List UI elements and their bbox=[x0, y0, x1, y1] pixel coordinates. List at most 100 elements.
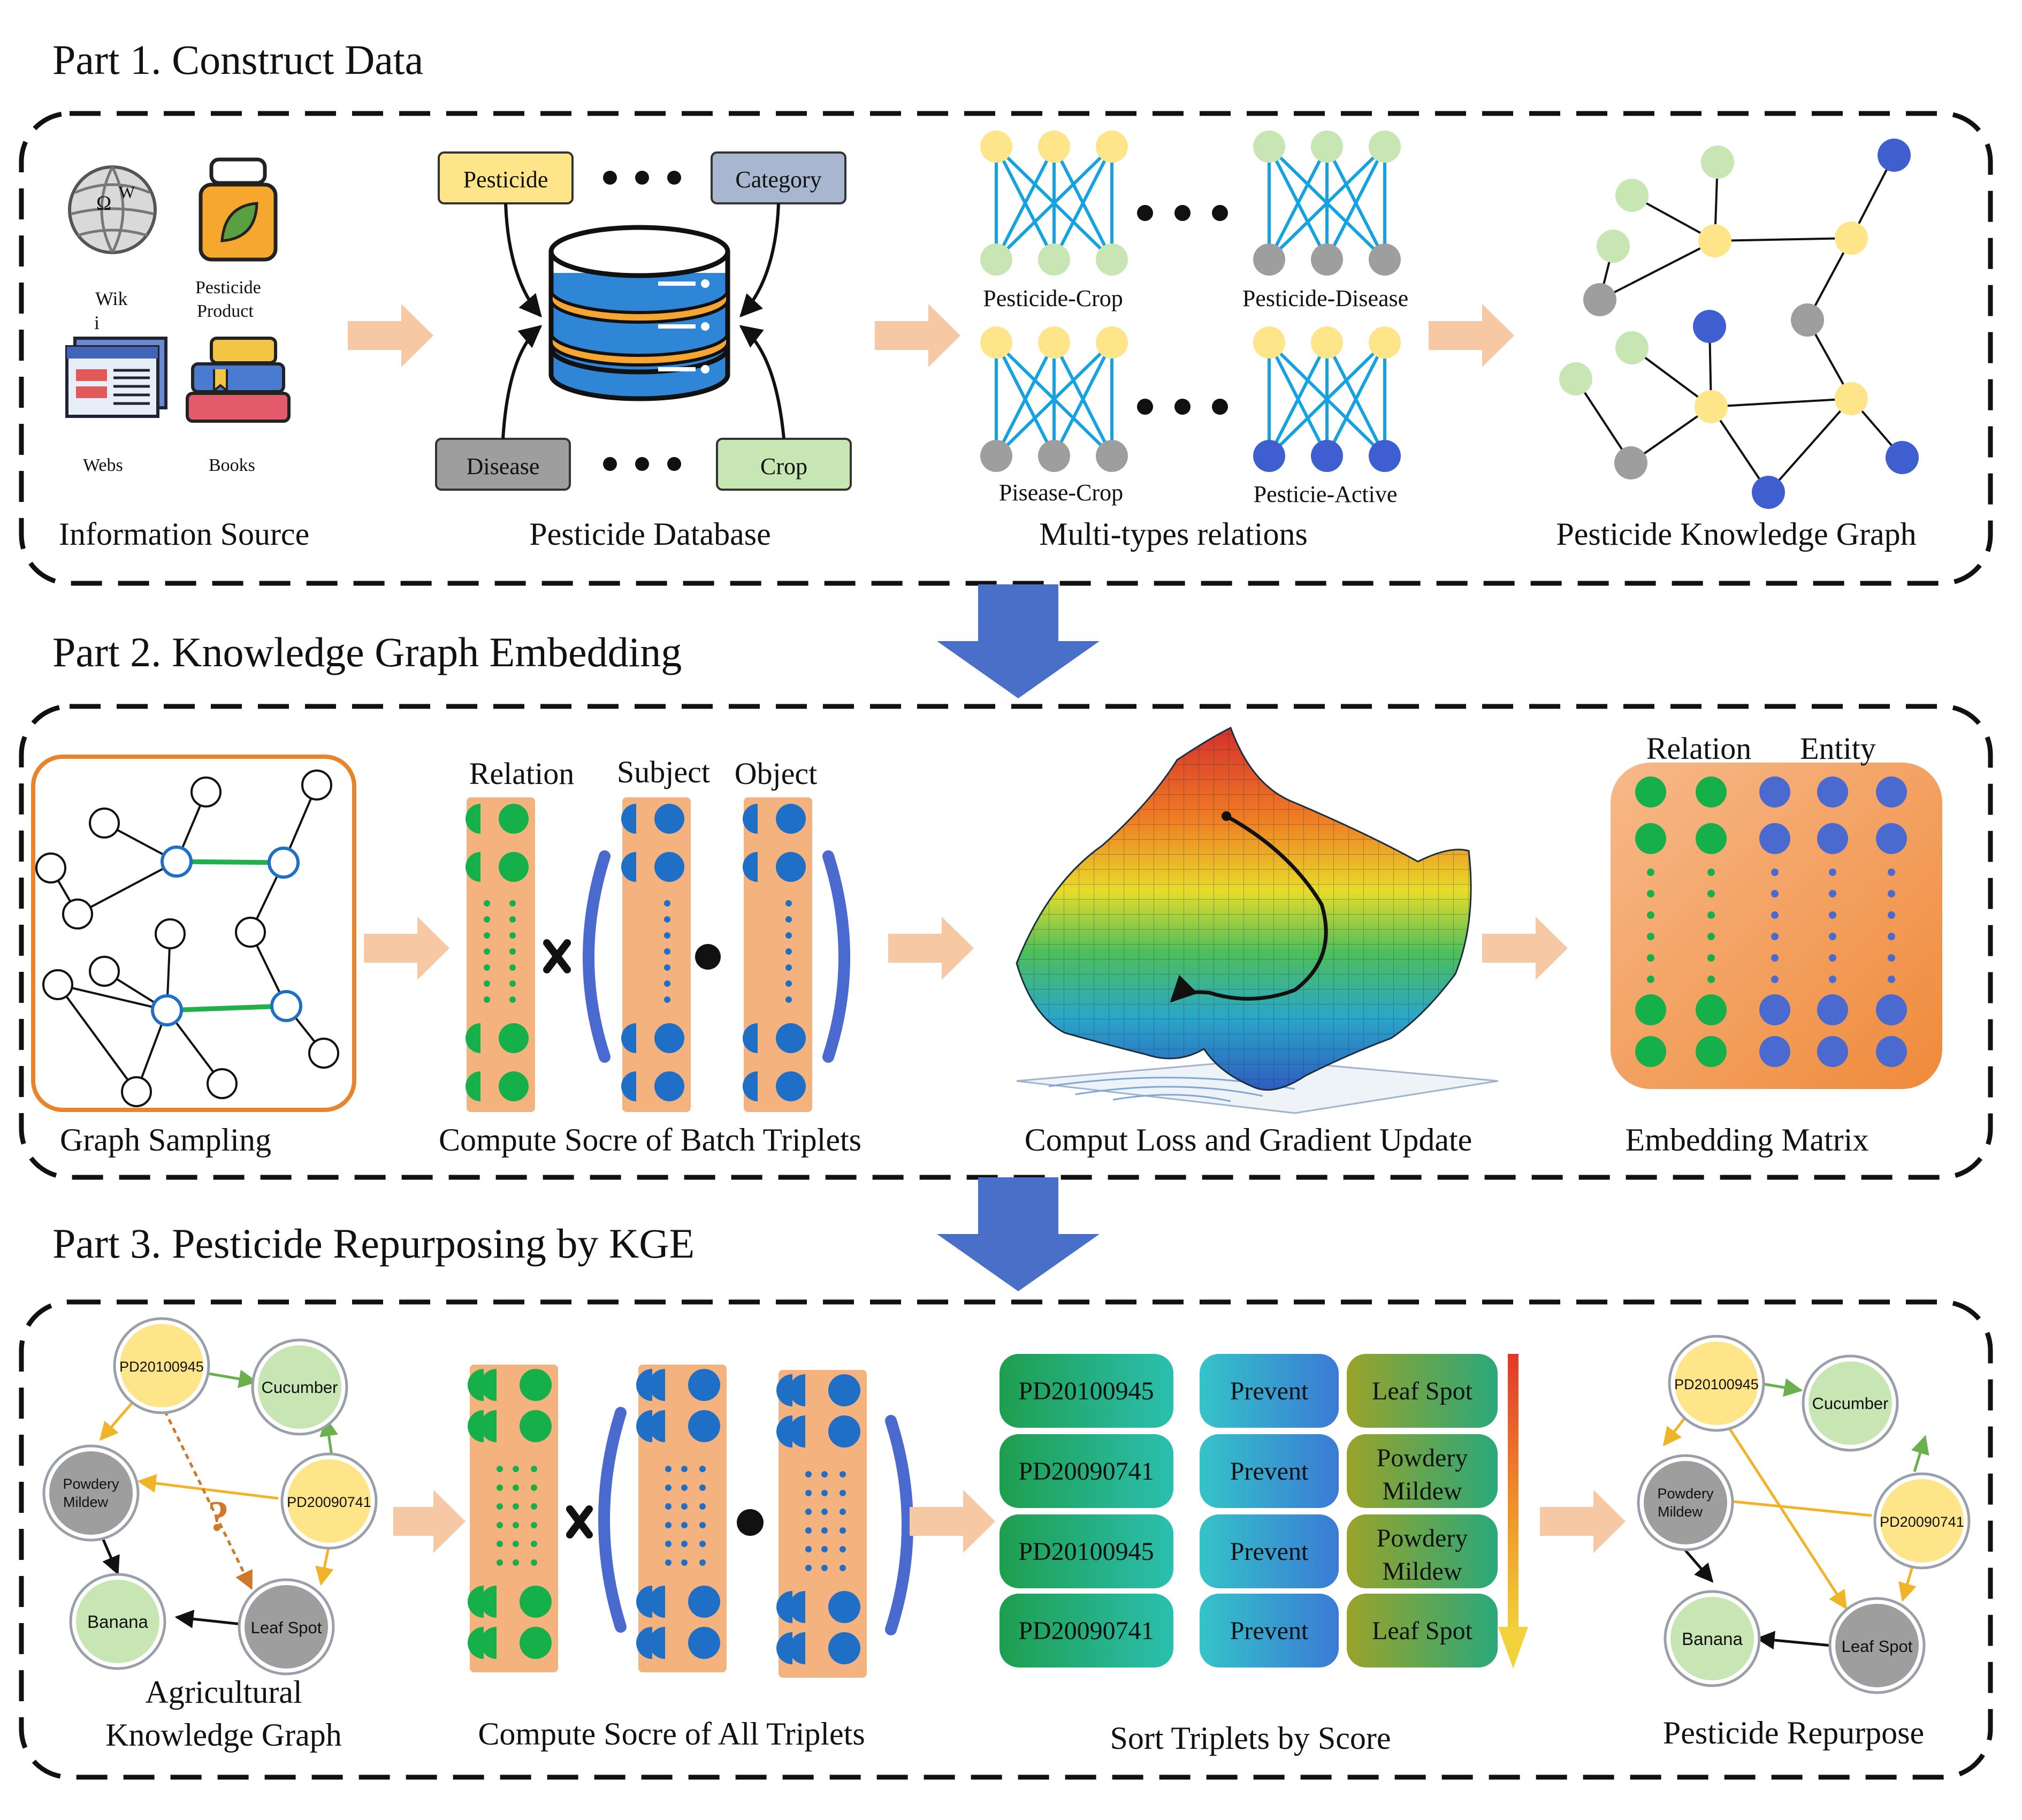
ag-node-leaf-spot: Leaf Spot bbox=[238, 1578, 335, 1676]
relation-edge bbox=[1052, 341, 1113, 457]
matrix-small-dot bbox=[1771, 869, 1779, 876]
embedding-small-dot bbox=[785, 932, 792, 939]
svg-text:W: W bbox=[119, 182, 135, 202]
embedding-column bbox=[467, 797, 535, 1112]
embedding-half-dot bbox=[468, 1410, 484, 1442]
embedding-half-dot bbox=[636, 1627, 652, 1659]
embedding-half-dot bbox=[466, 1071, 480, 1101]
sampling-frame bbox=[31, 755, 356, 1112]
relation-node bbox=[1369, 131, 1401, 163]
embedding-small-dot bbox=[509, 948, 516, 955]
embedding-half-dot bbox=[468, 1586, 484, 1618]
graph-node bbox=[190, 776, 222, 808]
relation-node bbox=[1369, 243, 1401, 276]
embedding-small-dot bbox=[840, 1509, 846, 1515]
relation-edge bbox=[1268, 341, 1329, 457]
matrix-small-dot bbox=[1888, 869, 1895, 876]
embedding-dot bbox=[776, 1071, 806, 1101]
embedding-small-dot bbox=[785, 964, 792, 971]
embedding-half-dot bbox=[480, 1369, 497, 1401]
embedding-small-dot bbox=[821, 1527, 828, 1534]
arrow-8 bbox=[910, 1490, 995, 1553]
embedding-small-dot bbox=[513, 1541, 519, 1547]
dot-product-icon-2 bbox=[737, 1509, 764, 1536]
wiki-globe-icon: Ω W bbox=[68, 165, 157, 254]
db-ellipsis-top bbox=[603, 171, 681, 185]
arrow-7 bbox=[393, 1490, 466, 1553]
right-paren-icon bbox=[822, 850, 850, 1063]
triplet-relation: Prevent bbox=[1230, 1377, 1309, 1405]
embedding-small-dot bbox=[785, 916, 792, 923]
ag-node-powdery-mildew: Powdery Mildew bbox=[42, 1444, 140, 1542]
embedding-half-dot bbox=[776, 1591, 792, 1623]
matrix-small-dot bbox=[1829, 976, 1836, 983]
embedding-small-dot bbox=[484, 996, 490, 1003]
kg-node bbox=[1878, 139, 1911, 172]
relation-node bbox=[980, 243, 1012, 276]
embedding-dot bbox=[654, 1071, 684, 1101]
embedding-small-dot bbox=[785, 948, 792, 955]
embedding-small-dot bbox=[805, 1490, 812, 1496]
triplet-object: Powdery bbox=[1377, 1444, 1468, 1472]
embedding-small-dot bbox=[665, 1541, 672, 1547]
relation-node bbox=[1253, 440, 1285, 472]
db-ellipsis-bottom bbox=[603, 457, 681, 471]
ag-kg-question-icon: ? bbox=[208, 1493, 229, 1540]
matrix-dot bbox=[1696, 776, 1727, 808]
relation-node bbox=[1038, 131, 1070, 163]
svg-text:PD20090741: PD20090741 bbox=[287, 1494, 371, 1510]
embedding-half-dot bbox=[776, 1632, 792, 1664]
graph-node bbox=[308, 1038, 339, 1069]
triplet-object-cell bbox=[1347, 1354, 1498, 1428]
relation-node bbox=[1038, 243, 1070, 276]
embedding-column bbox=[622, 797, 691, 1112]
matrix-small-dot bbox=[1707, 954, 1715, 962]
matrix-small-dot bbox=[1829, 890, 1836, 897]
svg-text:Ω: Ω bbox=[96, 192, 111, 215]
svg-text:Banana: Banana bbox=[87, 1612, 148, 1632]
relation-node bbox=[1253, 131, 1285, 163]
relations-ellipsis-bottom bbox=[1137, 399, 1228, 415]
matrix-small-dot bbox=[1771, 976, 1779, 983]
matrix-small-dot bbox=[1647, 976, 1654, 983]
svg-text:PD20100945: PD20100945 bbox=[119, 1359, 204, 1375]
embedding-half-dot bbox=[621, 852, 636, 882]
embedding-small-dot bbox=[681, 1466, 688, 1472]
kg-edge bbox=[1714, 237, 1852, 242]
relations-caption: Multi-types relations bbox=[1039, 516, 1308, 552]
embedding-half-dot bbox=[621, 804, 636, 834]
kg-node bbox=[1693, 310, 1726, 343]
embedding-small-dot bbox=[805, 1565, 812, 1571]
triplet-relation-cell bbox=[1200, 1434, 1339, 1508]
triplet-subject: PD20100945 bbox=[1018, 1537, 1154, 1566]
triplet-subject: PD20090741 bbox=[1018, 1617, 1154, 1645]
relation-edge bbox=[1325, 341, 1386, 457]
relation-node bbox=[980, 440, 1012, 472]
multiply-sign-icon bbox=[543, 939, 571, 973]
loss-caption: Comput Loss and Gradient Update bbox=[1025, 1122, 1472, 1158]
embedding-matrix-panel bbox=[1611, 763, 1942, 1089]
embedding-small-dot bbox=[665, 1466, 672, 1472]
embedding-small-dot bbox=[664, 948, 670, 955]
embedding-half-dot bbox=[776, 1374, 792, 1406]
relation-edge bbox=[1268, 145, 1386, 261]
arrow-9 bbox=[1540, 1490, 1626, 1553]
triplet-subject-cell bbox=[999, 1514, 1173, 1588]
embedding-small-dot bbox=[821, 1471, 828, 1478]
multiply-sign-icon-2 bbox=[566, 1505, 593, 1539]
embedding-small-dot bbox=[821, 1546, 828, 1552]
embedding-half-dot bbox=[468, 1627, 484, 1659]
embedding-small-dot bbox=[840, 1471, 846, 1478]
matrix-small-dot bbox=[1829, 954, 1836, 962]
triplet-relation: Prevent bbox=[1230, 1457, 1309, 1486]
matrix-dot bbox=[1876, 823, 1907, 854]
matrix-small-dot bbox=[1829, 869, 1836, 876]
object-col-label: Object bbox=[735, 756, 818, 791]
embedding-half-dot bbox=[636, 1410, 652, 1442]
embedding-small-dot bbox=[664, 996, 670, 1003]
graph-node bbox=[207, 1068, 238, 1099]
sampled-edge bbox=[166, 1003, 287, 1013]
webs-icon bbox=[65, 337, 167, 418]
embedding-dot bbox=[828, 1374, 860, 1406]
relation-node bbox=[1369, 440, 1401, 472]
